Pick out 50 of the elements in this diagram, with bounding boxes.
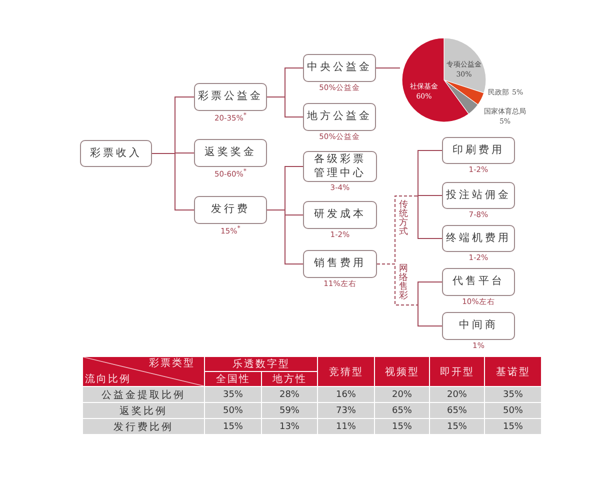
- table-cell: 65%: [375, 403, 430, 419]
- process-box: 返奖奖金: [194, 139, 267, 167]
- header-cell: 基诺型: [485, 357, 542, 387]
- table-cell: 73%: [318, 403, 375, 419]
- table-cell: 13%: [262, 419, 318, 435]
- header-cell: 地方性: [262, 372, 318, 387]
- process-box: 发行费: [194, 196, 267, 224]
- process-box: 地方公益金: [303, 103, 376, 131]
- header-cell: 即开型: [430, 357, 485, 387]
- header-cell: 全国性: [205, 372, 262, 387]
- process-box: 代售平台: [442, 268, 515, 296]
- process-box: 中间商: [442, 312, 515, 340]
- table-cell: 35%: [485, 387, 542, 403]
- process-box: 印刷费用: [442, 137, 515, 164]
- process-box: 中央公益金: [303, 54, 376, 82]
- table-cell: 28%: [262, 387, 318, 403]
- table-cell: 15%: [205, 419, 262, 435]
- connector-line: [152, 153, 194, 210]
- process-box: 各级彩票管理中心: [303, 151, 377, 182]
- header-cell: 乐透数字型: [205, 357, 318, 372]
- table-cell: 发行费比例: [83, 419, 205, 435]
- process-box: 销售费用: [303, 250, 377, 278]
- process-box: 投注站佣金: [442, 182, 515, 209]
- table-cell: 35%: [205, 387, 262, 403]
- table-cell: 15%: [375, 419, 430, 435]
- table-cell: 20%: [375, 387, 430, 403]
- table-cell: 15%: [430, 419, 485, 435]
- process-box: 终端机费用: [442, 225, 515, 252]
- header-text: 流向比例: [85, 375, 131, 385]
- process-box: 彩票公益金: [194, 83, 267, 111]
- table-cell: 50%: [485, 403, 542, 419]
- connector-line: [266, 210, 304, 264]
- process-box: 彩票收入: [80, 140, 152, 167]
- connector-line: [376, 264, 442, 326]
- table-cell: 11%: [318, 419, 375, 435]
- table-cell: 50%: [205, 403, 262, 419]
- header-text: 彩票类型: [149, 359, 195, 369]
- table-cell: 公益金提取比例: [83, 387, 205, 403]
- table-cell: 16%: [318, 387, 375, 403]
- table-cell: 59%: [262, 403, 318, 419]
- bracket-label: 网络售彩: [399, 265, 409, 301]
- header-cell: 视频型: [375, 357, 430, 387]
- table-cell: 65%: [430, 403, 485, 419]
- table-cell: 20%: [430, 387, 485, 403]
- process-box: 研发成本: [303, 201, 377, 229]
- table-cell: 15%: [485, 419, 542, 435]
- connector-line: [266, 96, 304, 118]
- table-cell: 返奖比例: [83, 403, 205, 419]
- header-cell: 竞猜型: [318, 357, 375, 387]
- bracket-label: 传统方式: [399, 201, 409, 237]
